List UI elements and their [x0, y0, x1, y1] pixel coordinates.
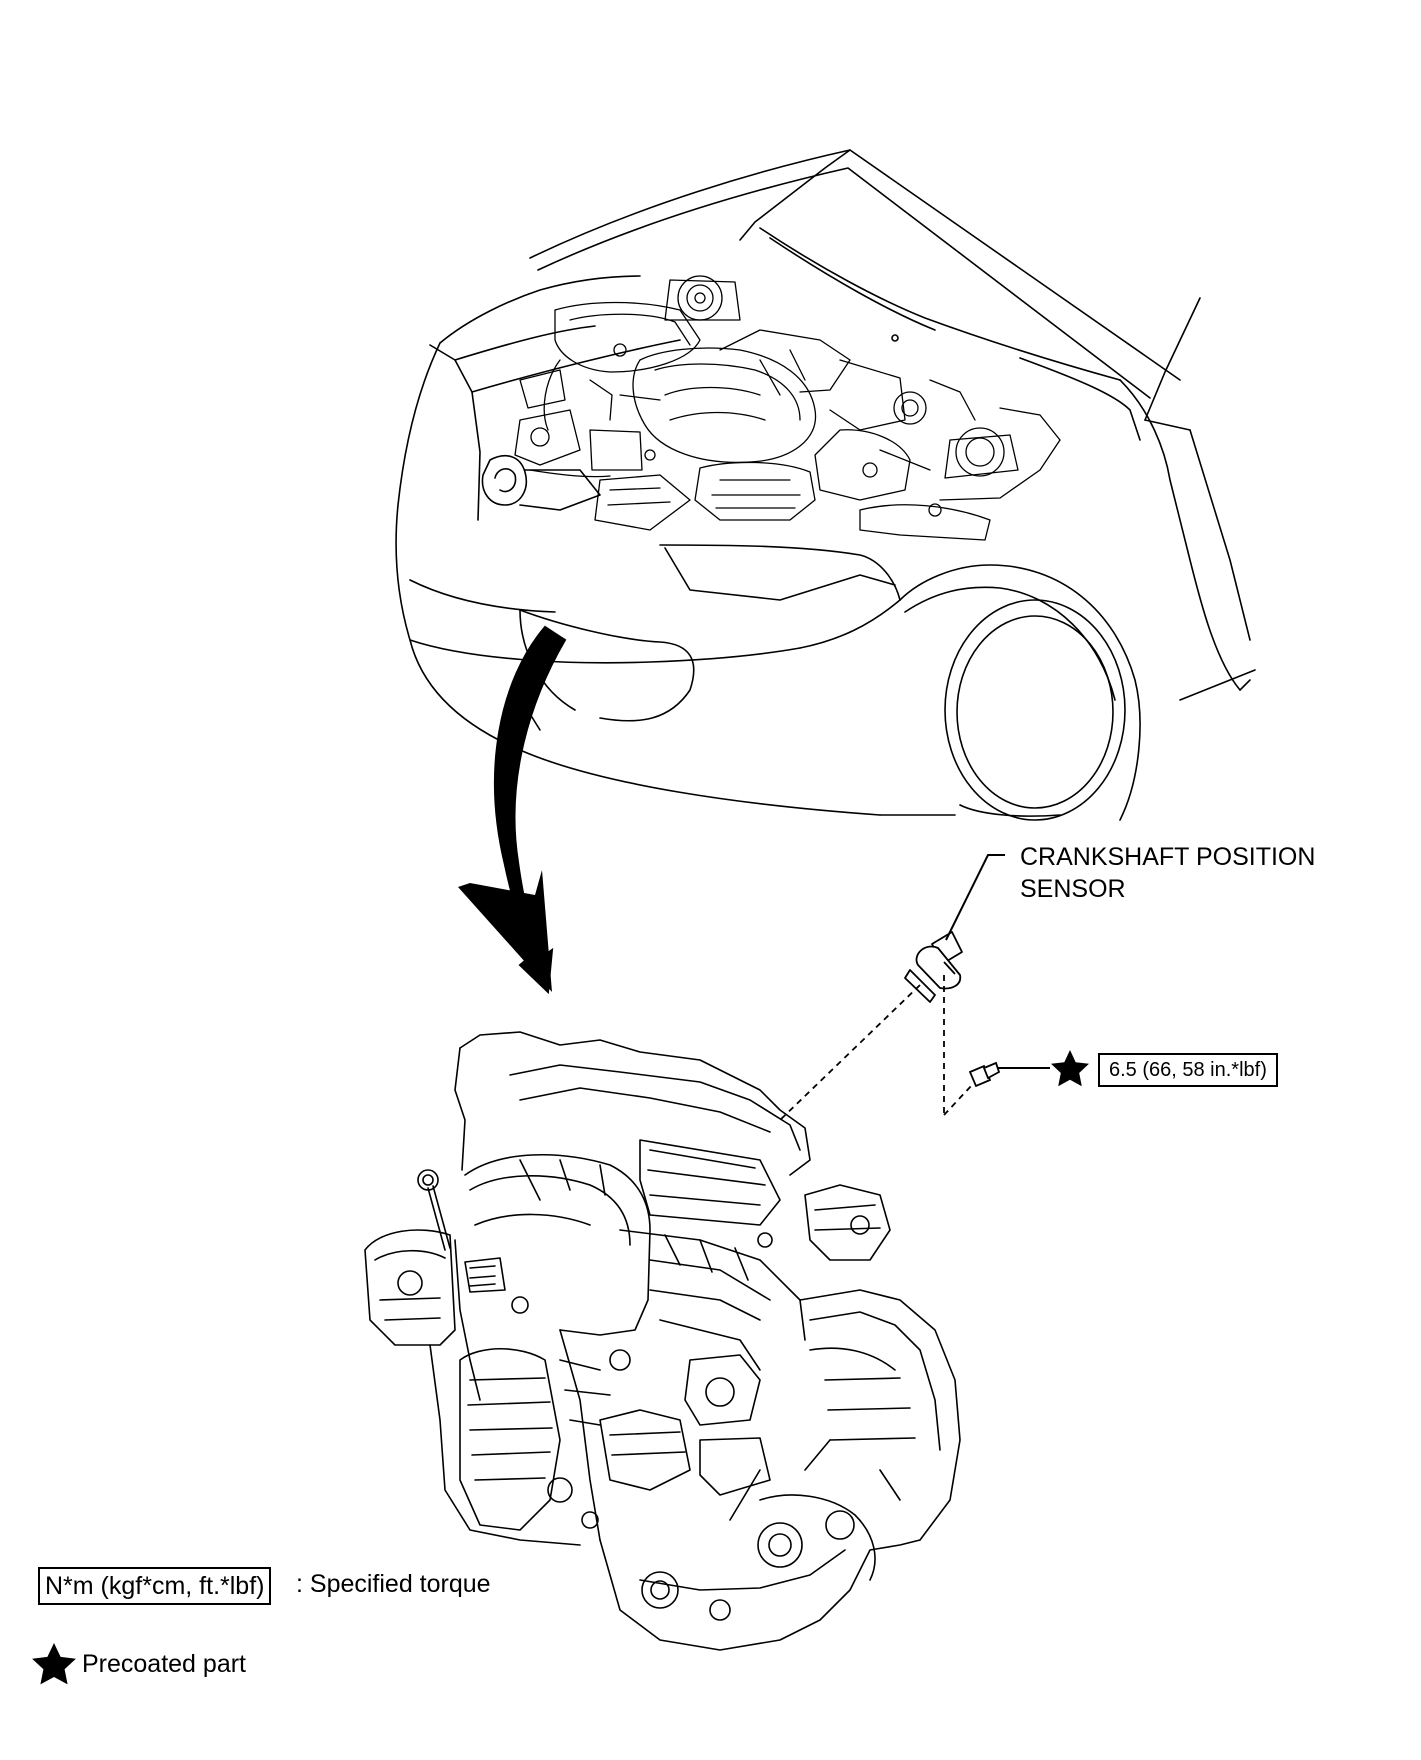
car-illustration: [395, 149, 1256, 821]
legend-precoat-description: Precoated part: [82, 1650, 246, 1678]
engine-bay: [514, 275, 1061, 541]
crankshaft-position-sensor: [904, 931, 963, 1003]
sensor-label-line2: SENSOR: [1020, 875, 1126, 903]
legend-torque-box: N*m (kgf*cm, ft.*lbf): [38, 1567, 272, 1605]
torque-value-box: 6.5 (66, 58 in.*lbf): [1098, 1053, 1278, 1087]
open-hood: [529, 149, 1181, 399]
sensor-mount-dashed-line: [777, 984, 921, 1123]
location-arrow-head: [458, 870, 552, 992]
star-icon: [32, 1643, 76, 1685]
star-icon: [1051, 1050, 1089, 1087]
car-body: [395, 275, 1256, 821]
legend-torque-description: : Specified torque: [296, 1570, 491, 1598]
sensor-leader-line: [945, 854, 1005, 941]
bolt-dashed-line-diagonal: [943, 1084, 973, 1116]
sensor-label-line1: CRANKSHAFT POSITION: [1020, 843, 1316, 871]
engine-assembly: [364, 1031, 961, 1651]
bolt: [968, 1061, 1001, 1088]
